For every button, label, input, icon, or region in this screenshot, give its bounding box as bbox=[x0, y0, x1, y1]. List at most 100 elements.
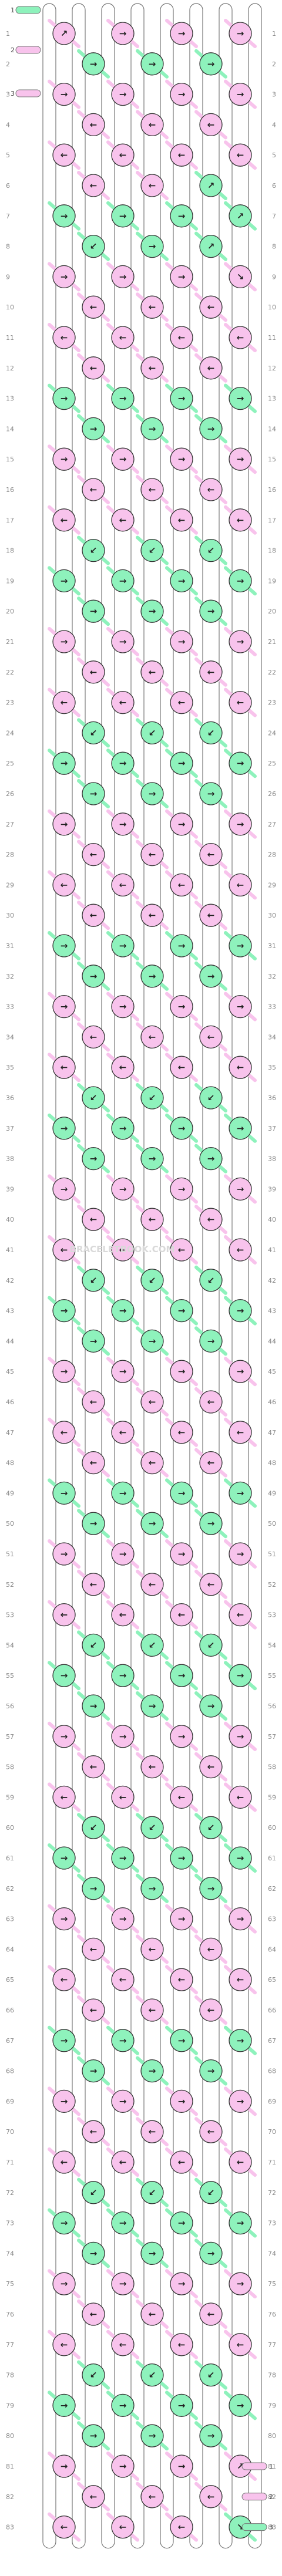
knot[interactable] bbox=[82, 965, 105, 988]
knot[interactable] bbox=[52, 143, 76, 167]
knot[interactable] bbox=[82, 2424, 105, 2447]
knot[interactable] bbox=[82, 2181, 105, 2204]
knot[interactable] bbox=[199, 599, 223, 623]
knot[interactable] bbox=[199, 842, 223, 866]
knot[interactable] bbox=[199, 782, 223, 805]
knot[interactable] bbox=[82, 478, 105, 501]
knot[interactable] bbox=[111, 1481, 135, 1505]
knot[interactable] bbox=[82, 1269, 105, 1292]
knot[interactable] bbox=[111, 2211, 135, 2235]
knot[interactable] bbox=[52, 994, 76, 1019]
knot[interactable] bbox=[82, 599, 105, 623]
knot[interactable] bbox=[82, 2485, 105, 2508]
knot[interactable] bbox=[52, 82, 76, 106]
knot[interactable] bbox=[199, 660, 223, 684]
knot[interactable] bbox=[140, 478, 164, 501]
knot[interactable] bbox=[82, 1086, 105, 1110]
knot[interactable] bbox=[111, 812, 135, 836]
knot[interactable] bbox=[52, 934, 76, 957]
knot[interactable] bbox=[52, 326, 76, 349]
knot[interactable] bbox=[111, 1907, 135, 1931]
knot[interactable] bbox=[229, 265, 252, 289]
knot[interactable] bbox=[199, 538, 223, 562]
knot[interactable] bbox=[199, 2485, 223, 2508]
knot[interactable] bbox=[199, 1329, 223, 1353]
knot[interactable] bbox=[140, 1329, 164, 1353]
knot[interactable] bbox=[140, 1208, 164, 1231]
knot[interactable] bbox=[229, 1907, 252, 1931]
knot[interactable] bbox=[140, 1694, 164, 1718]
knot[interactable] bbox=[52, 873, 76, 897]
knot[interactable] bbox=[140, 1816, 164, 1839]
knot[interactable] bbox=[170, 386, 193, 410]
knot[interactable] bbox=[52, 1846, 76, 1870]
knot[interactable] bbox=[229, 22, 252, 45]
knot[interactable] bbox=[52, 1481, 76, 1505]
knot[interactable] bbox=[52, 1177, 76, 1201]
knot[interactable] bbox=[199, 1633, 223, 1657]
knot[interactable] bbox=[229, 994, 252, 1019]
knot[interactable] bbox=[140, 1937, 164, 1961]
knot[interactable] bbox=[170, 1056, 193, 1079]
knot[interactable] bbox=[82, 2120, 105, 2143]
knot[interactable] bbox=[111, 1603, 135, 1627]
knot[interactable] bbox=[170, 630, 193, 653]
knot[interactable] bbox=[229, 751, 252, 775]
knot[interactable] bbox=[229, 2393, 252, 2417]
knot[interactable] bbox=[229, 1603, 252, 1627]
knot[interactable] bbox=[140, 295, 164, 319]
knot[interactable] bbox=[229, 508, 252, 532]
knot[interactable] bbox=[82, 2302, 105, 2326]
knot[interactable] bbox=[52, 2029, 76, 2052]
knot[interactable] bbox=[170, 751, 193, 775]
knot[interactable] bbox=[82, 174, 105, 197]
knot[interactable] bbox=[170, 508, 193, 532]
knot[interactable] bbox=[82, 52, 105, 76]
knot[interactable] bbox=[111, 265, 135, 289]
knot[interactable] bbox=[52, 386, 76, 410]
knot[interactable] bbox=[82, 1755, 105, 1779]
knot[interactable] bbox=[229, 812, 252, 836]
knot[interactable] bbox=[170, 1603, 193, 1627]
knot[interactable] bbox=[199, 356, 223, 380]
knot[interactable] bbox=[111, 22, 135, 45]
knot[interactable] bbox=[111, 1846, 135, 1870]
knot[interactable] bbox=[111, 2089, 135, 2113]
knot[interactable] bbox=[111, 1177, 135, 1201]
knot[interactable] bbox=[170, 1238, 193, 1262]
knot[interactable] bbox=[52, 265, 76, 289]
knot[interactable] bbox=[111, 447, 135, 471]
knot[interactable] bbox=[170, 1542, 193, 1566]
knot[interactable] bbox=[170, 1117, 193, 1140]
knot[interactable] bbox=[199, 903, 223, 927]
knot[interactable] bbox=[111, 1117, 135, 1140]
knot[interactable] bbox=[52, 1603, 76, 1627]
knot[interactable] bbox=[170, 812, 193, 836]
knot[interactable] bbox=[52, 1664, 76, 1687]
knot[interactable] bbox=[111, 1360, 135, 1383]
knot[interactable] bbox=[140, 2485, 164, 2508]
knot[interactable] bbox=[170, 1725, 193, 1748]
knot[interactable] bbox=[140, 113, 164, 137]
knot[interactable] bbox=[111, 326, 135, 349]
knot[interactable] bbox=[111, 1056, 135, 1079]
knot[interactable] bbox=[82, 1694, 105, 1718]
knot[interactable] bbox=[111, 690, 135, 714]
knot[interactable] bbox=[82, 721, 105, 745]
knot[interactable] bbox=[140, 1269, 164, 1292]
knot[interactable] bbox=[82, 2363, 105, 2387]
knot[interactable] bbox=[199, 1147, 223, 1171]
knot[interactable] bbox=[140, 782, 164, 805]
knot[interactable] bbox=[111, 1785, 135, 1809]
knot[interactable] bbox=[199, 113, 223, 137]
knot[interactable] bbox=[229, 1846, 252, 1870]
knot[interactable] bbox=[229, 326, 252, 349]
knot[interactable] bbox=[82, 538, 105, 562]
knot[interactable] bbox=[52, 1421, 76, 1444]
knot[interactable] bbox=[52, 630, 76, 653]
knot[interactable] bbox=[229, 690, 252, 714]
knot[interactable] bbox=[170, 1421, 193, 1444]
knot[interactable] bbox=[140, 842, 164, 866]
knot[interactable] bbox=[111, 508, 135, 532]
knot[interactable] bbox=[140, 1877, 164, 1900]
